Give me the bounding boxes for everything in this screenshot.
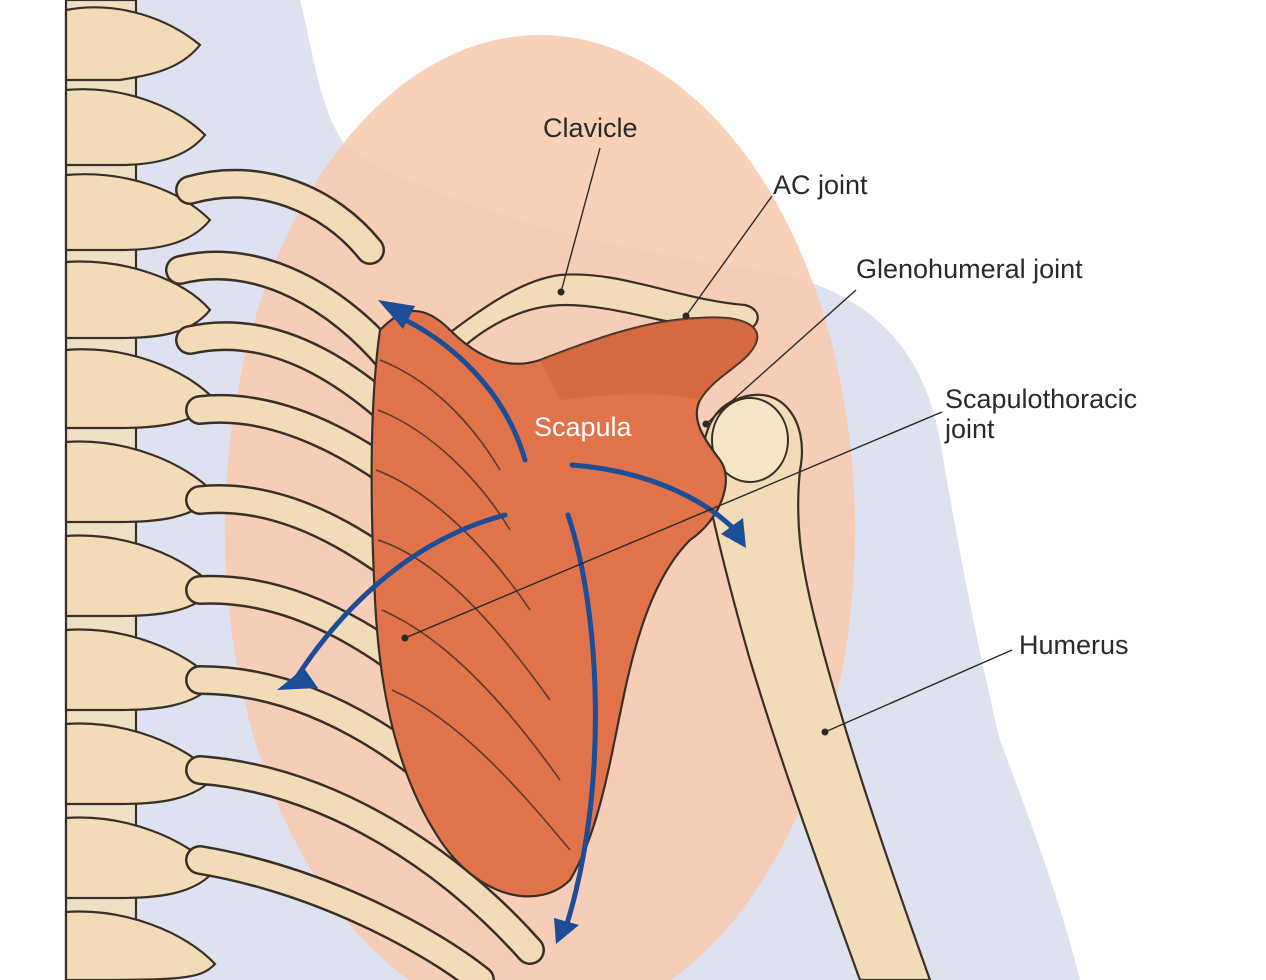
label-ac-joint: AC joint: [773, 170, 868, 200]
dot-humerus: [821, 728, 829, 736]
ribs: [165, 168, 545, 980]
dot-scapulothoracic: [401, 634, 409, 642]
label-humerus: Humerus: [1019, 630, 1129, 660]
leader-ac-joint: [685, 195, 773, 317]
arrowhead-elevation: [378, 300, 415, 329]
leader-lines: [401, 147, 1013, 736]
label-scapulothoracic-joint-line1: Scapulothoracic: [945, 384, 1138, 414]
arrow-depression: [562, 512, 598, 933]
motion-arrows: [292, 312, 738, 933]
arrowhead-upward-rotation: [721, 518, 746, 548]
leader-clavicle: [560, 147, 601, 293]
leader-scapulothoracic: [404, 411, 943, 639]
clavicle-bone: [438, 273, 759, 357]
label-clavicle: Clavicle: [543, 113, 638, 143]
dot-ac-joint: [682, 312, 690, 320]
label-scapulothoracic-joint-line2: joint: [945, 414, 995, 444]
arrow-protraction: [292, 512, 508, 683]
arrowhead-depression: [554, 918, 579, 944]
scapula-bone: [370, 310, 759, 898]
arrow-upward-rotation: [569, 462, 738, 533]
leader-glenohumeral: [705, 289, 857, 425]
ribs-through-scapula: [375, 359, 571, 851]
arrowhead-protraction: [277, 668, 318, 690]
leader-humerus: [824, 649, 1013, 733]
dot-clavicle: [557, 288, 565, 296]
dot-glenohumeral: [702, 420, 710, 428]
label-glenohumeral-joint: Glenohumeral joint: [856, 254, 1083, 284]
label-scapula: Scapula: [534, 412, 632, 442]
arrow-heads: [277, 300, 746, 944]
arrow-elevation: [392, 312, 528, 463]
